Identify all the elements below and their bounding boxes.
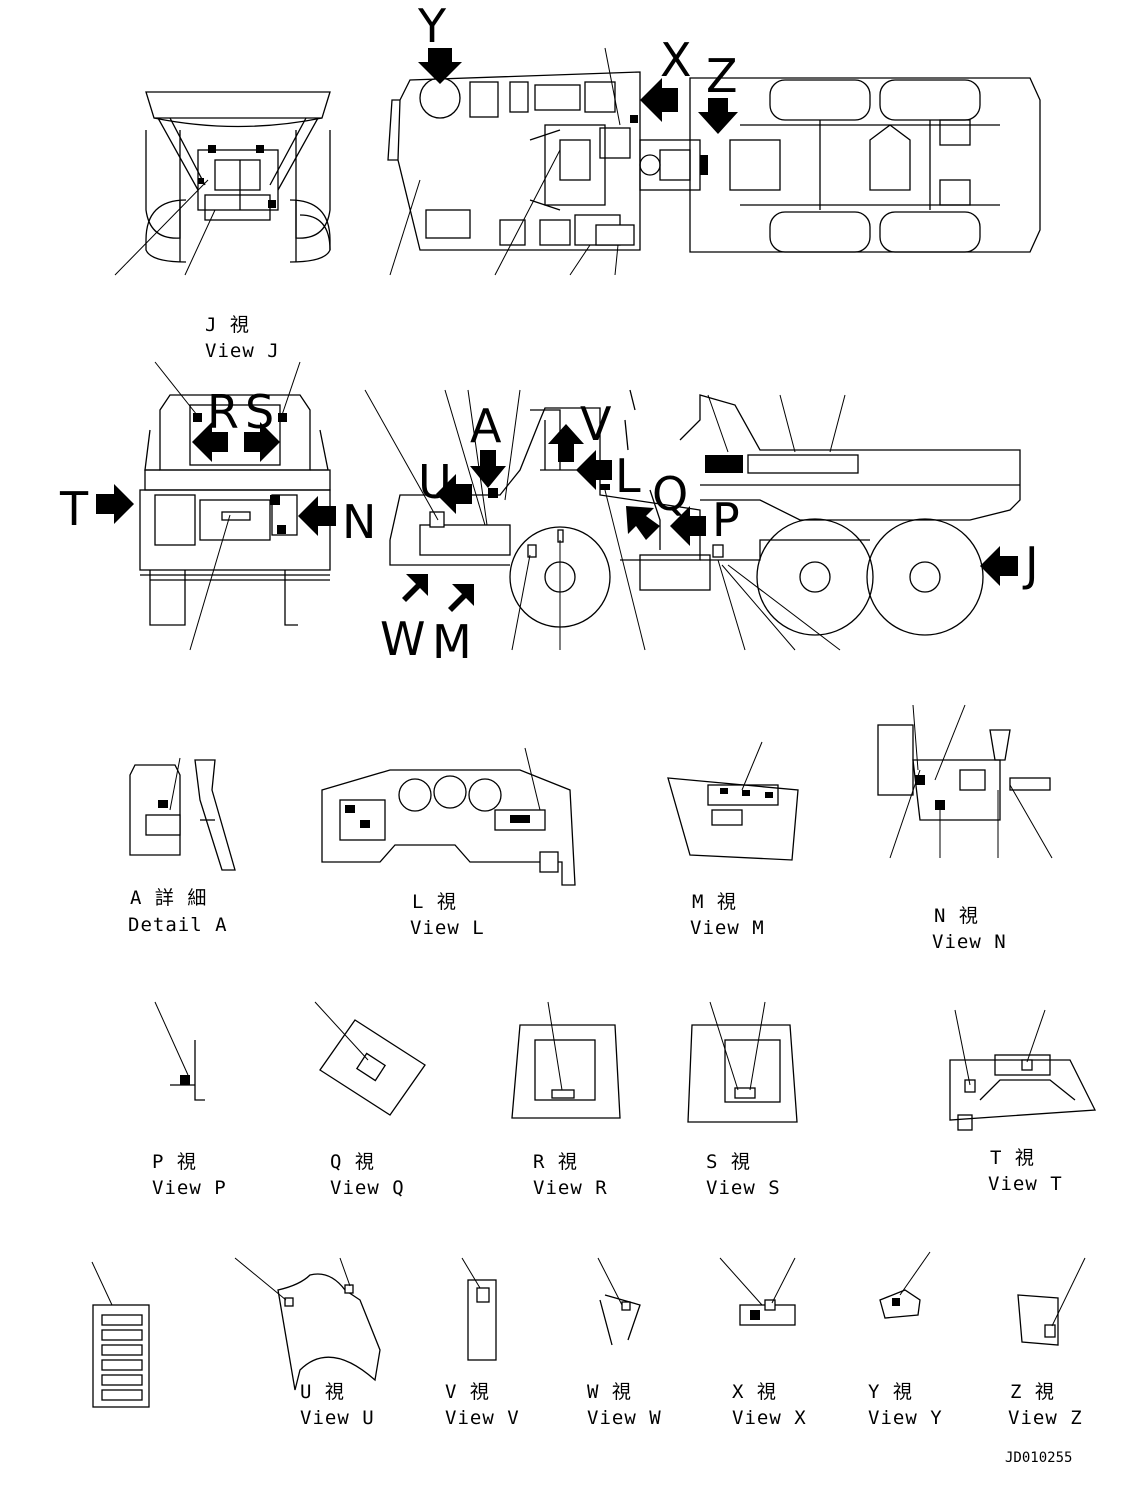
- view-letter-y: Y: [417, 0, 447, 53]
- caption-view-l-ja: L 視: [412, 891, 457, 913]
- view-l-dashboard-drawing: [321, 747, 576, 886]
- view-z-drawing: [1017, 1257, 1086, 1346]
- caption-view-m-en: View M: [690, 917, 765, 939]
- caption-view-w-ja: W 視: [587, 1381, 632, 1403]
- caption-view-n-en: View N: [932, 931, 1007, 953]
- caption-view-u-ja: U 視: [300, 1381, 345, 1403]
- caption-view-j-en: View J: [205, 340, 280, 362]
- caption-view-q-en: View Q: [330, 1177, 405, 1199]
- view-n-arrow: [298, 496, 336, 536]
- caption-view-u-en: View U: [300, 1407, 375, 1429]
- caption-view-q-ja: Q 視: [330, 1151, 375, 1173]
- view-q-drawing: [314, 1001, 426, 1116]
- caption-detail-a-ja: A 詳 細: [130, 887, 207, 909]
- view-q-arrow: [626, 506, 660, 540]
- view-w-arrow: [402, 574, 428, 602]
- view-letter-r: R: [207, 385, 239, 439]
- view-letter-w: W: [380, 612, 425, 666]
- view-u-drawing: [234, 1257, 381, 1391]
- view-y-drawing: [879, 1251, 931, 1319]
- view-u-arrow: [436, 474, 472, 514]
- view-z-arrow: Z: [698, 49, 738, 134]
- caption-view-t-ja: T 視: [990, 1147, 1035, 1169]
- view-j-arrow: [980, 546, 1018, 586]
- view-r-arrow: [192, 422, 228, 462]
- caption-view-x-ja: X 視: [732, 1381, 777, 1403]
- view-letter-t: T: [59, 482, 89, 536]
- caption-view-x-en: View X: [732, 1407, 807, 1429]
- document-number: JD010255: [1005, 1450, 1072, 1466]
- side-view-drawing: [364, 389, 1021, 651]
- view-l-arrow: [576, 450, 612, 490]
- caption-view-t-en: View T: [988, 1173, 1063, 1195]
- view-letter-n: N: [342, 495, 376, 549]
- caption-view-s-ja: S 視: [706, 1151, 751, 1173]
- caption-view-r-ja: R 視: [533, 1151, 578, 1173]
- rear-view-drawing: [114, 91, 331, 276]
- view-letter-q: Q: [652, 467, 688, 521]
- view-letter-j: J: [1022, 537, 1039, 591]
- decal-sheet-drawing: [91, 1261, 150, 1408]
- caption-view-v-en: View V: [445, 1407, 520, 1429]
- view-letter-l: L: [615, 449, 641, 503]
- caption-view-n-ja: N 視: [934, 905, 979, 927]
- view-letter-v: V: [580, 397, 612, 451]
- view-r-drawing: [511, 1001, 621, 1119]
- view-letter-z: Z: [706, 49, 738, 103]
- caption-view-v-ja: V 視: [445, 1381, 490, 1403]
- caption-view-p-en: View P: [152, 1177, 227, 1199]
- view-t-drawing: [949, 1009, 1097, 1131]
- view-s-arrow: [244, 422, 280, 462]
- view-letter-p: P: [712, 493, 740, 547]
- caption-view-r-en: View R: [533, 1177, 608, 1199]
- view-n-drawing: [877, 704, 1053, 859]
- top-view-drawing: [387, 47, 1041, 276]
- view-x-drawing: [719, 1257, 796, 1326]
- view-s-drawing: [687, 1001, 798, 1123]
- caption-view-l-en: View L: [410, 917, 485, 939]
- view-t-arrow: [96, 484, 134, 524]
- view-p-drawing: [154, 1001, 205, 1101]
- view-x-arrow: X: [640, 33, 692, 122]
- view-p-arrow: [670, 506, 706, 546]
- view-letter-s: S: [245, 385, 274, 439]
- caption-view-z-en: View Z: [1008, 1407, 1083, 1429]
- caption-view-s-en: View S: [706, 1177, 781, 1199]
- view-a-arrow: [470, 450, 506, 488]
- detail-a-drawing: [129, 757, 236, 871]
- caption-view-y-en: View Y: [868, 1407, 943, 1429]
- view-letter-a: A: [470, 399, 502, 453]
- caption-detail-a-en: Detail A: [128, 914, 228, 936]
- view-m-drawing: [667, 741, 799, 861]
- view-letter-m: M: [432, 615, 472, 669]
- caption-view-j-ja: J 視: [205, 314, 250, 336]
- view-v-arrow: [548, 424, 584, 462]
- caption-view-y-ja: Y 視: [868, 1381, 913, 1403]
- view-v-drawing: [461, 1257, 497, 1361]
- caption-view-z-ja: Z 視: [1010, 1381, 1055, 1403]
- caption-view-p-ja: P 視: [152, 1151, 197, 1173]
- view-w-drawing: [597, 1257, 641, 1346]
- caption-view-m-ja: M 視: [692, 891, 737, 913]
- view-letter-x: X: [660, 33, 692, 87]
- view-y-arrow: Y: [417, 0, 462, 84]
- front-view-drawing: [139, 361, 331, 651]
- view-m-arrow: [448, 584, 474, 612]
- caption-view-w-en: View W: [587, 1407, 662, 1429]
